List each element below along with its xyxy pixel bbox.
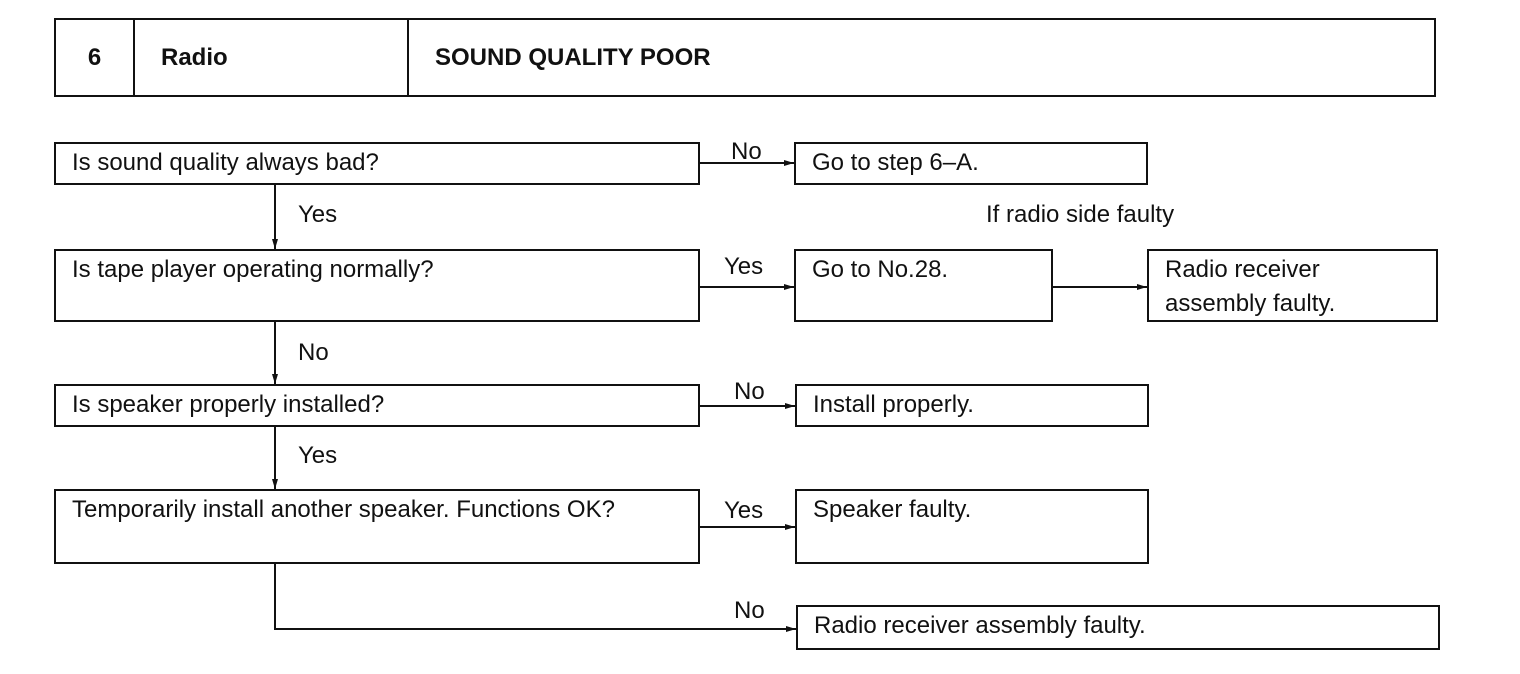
result-go-to-step: Go to step 6–A. [794,142,1148,185]
result-install-properly: Install properly. [795,384,1149,427]
question-speaker-installed: Is speaker properly installed? [54,384,700,427]
label-q1-no: No [731,138,762,165]
label-q3-no: No [734,378,765,405]
label-q2-yes: Yes [724,253,764,280]
result-radio-receiver-assembly-faulty: Radio receiver assembly faulty. [796,605,1440,650]
result-radio-receiver-faulty: Radio receiver assembly faulty. [1147,249,1438,322]
label-q1-yes: Yes [298,201,338,228]
label-q2-no: No [298,339,329,366]
label-q3-yes: Yes [298,442,338,469]
header-table: 6 Radio SOUND QUALITY POOR [54,18,1436,97]
step-number: 6 [56,20,135,95]
question-tape-player: Is tape player operating normally? [54,249,700,322]
question-another-speaker: Temporarily install another speaker. Fun… [54,489,700,564]
result-go-to-no28: Go to No.28. [794,249,1053,322]
result-speaker-faulty: Speaker faulty. [795,489,1149,564]
category-label: Radio [135,20,409,95]
edge-q4-no [274,564,796,632]
note-radio-side-faulty: If radio side faulty [986,201,1175,228]
label-q4-no: No [734,597,765,624]
symptom-title: SOUND QUALITY POOR [435,43,711,71]
label-q4-yes: Yes [724,497,764,524]
question-sound-quality: Is sound quality always bad? [54,142,700,185]
